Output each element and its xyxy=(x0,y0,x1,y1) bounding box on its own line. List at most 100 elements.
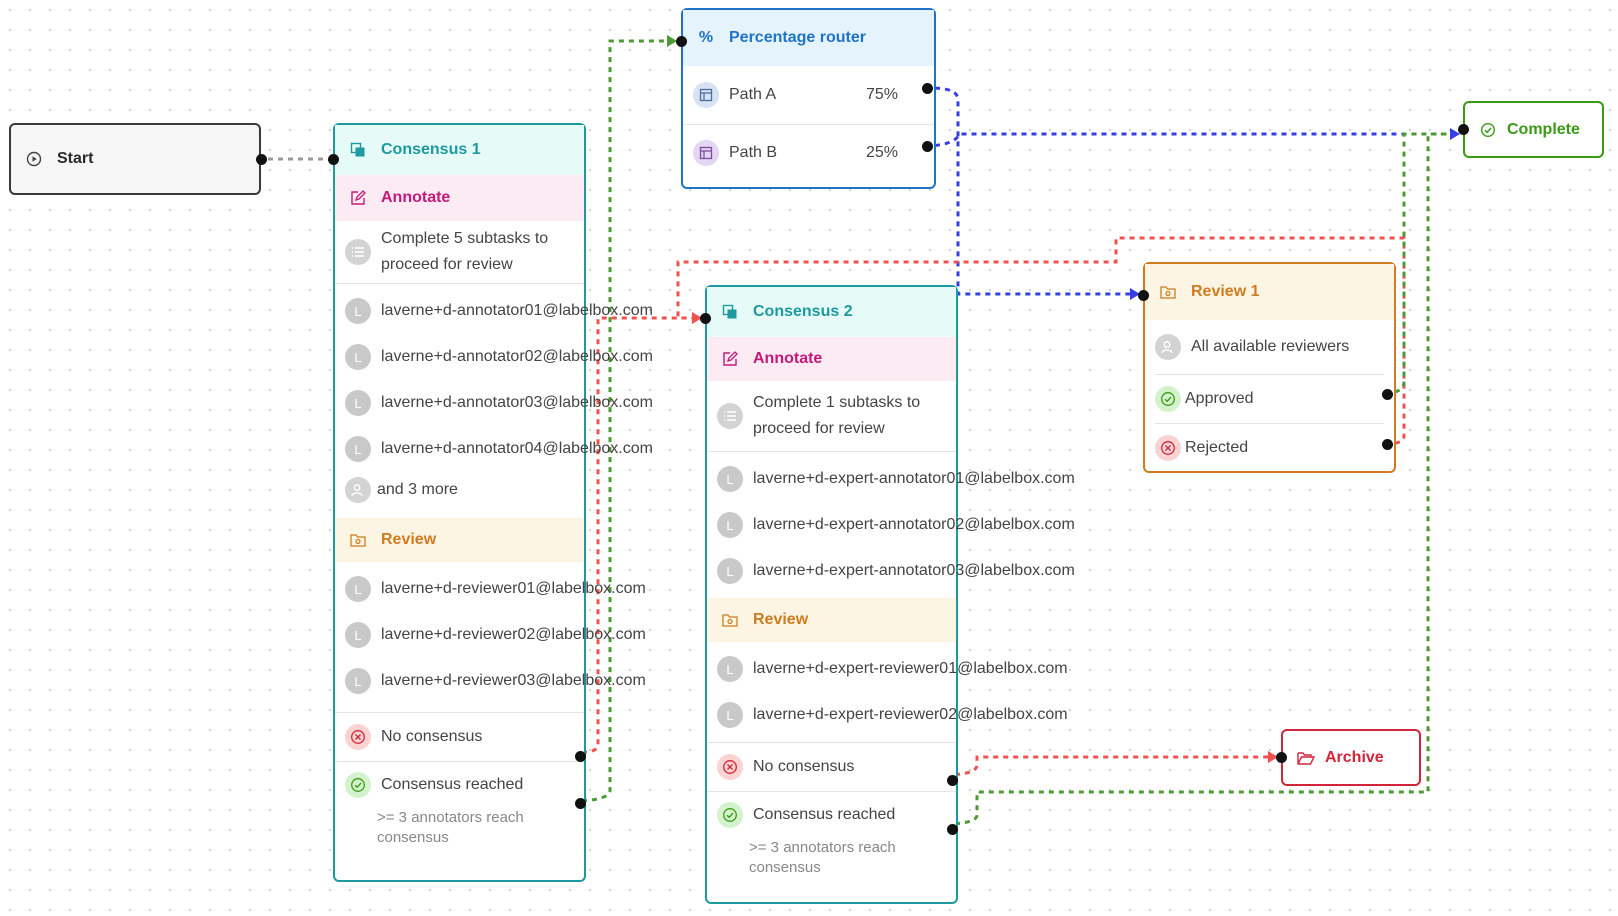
consensus1-consensus-reached-row: Consensus reached xyxy=(335,762,584,808)
review1-approved-handle[interactable] xyxy=(1382,389,1393,400)
reviewer-email: laverne+d-reviewer02@labelbox.com xyxy=(381,626,646,643)
avatar: L xyxy=(345,622,371,648)
consensus1-condition-line2: consensus xyxy=(377,829,449,846)
consensus1-node[interactable]: Consensus 1 Annotate Complete 5 subtasks… xyxy=(333,123,653,882)
annotator-email: laverne+d-annotator03@labelbox.com xyxy=(381,394,653,411)
review1-rejected-label: Rejected xyxy=(1185,439,1249,456)
consensus2-annotator-row: L laverne+d-expert-annotator01@labelbox.… xyxy=(707,456,1075,502)
path-icon xyxy=(693,82,719,108)
annotator-email: laverne+d-expert-annotator01@labelbox.co… xyxy=(753,470,1075,487)
start-label: Start xyxy=(57,150,94,167)
consensus2-input-handle[interactable] xyxy=(700,313,711,324)
consensus2-consensus-reached-label: Consensus reached xyxy=(753,806,896,823)
consensus1-condition: >= 3 annotators reach consensus xyxy=(335,808,584,848)
archive-input-handle[interactable] xyxy=(1276,752,1287,763)
consensus2-title: Consensus 2 xyxy=(753,303,853,320)
consensus1-title: Consensus 1 xyxy=(381,141,481,158)
list-icon xyxy=(345,239,371,265)
consensus1-subtasks-row: Complete 5 subtasks to proceed for revie… xyxy=(335,221,584,283)
user-icon xyxy=(1155,334,1181,360)
check-circle-icon xyxy=(345,772,371,798)
consensus2-annotate-label: Annotate xyxy=(753,350,823,367)
review-folder-icon xyxy=(721,611,739,629)
avatar: L xyxy=(345,390,371,416)
start-output-handle[interactable] xyxy=(256,154,267,165)
consensus1-annotator-row: L laverne+d-annotator03@labelbox.com xyxy=(335,380,653,426)
play-circle-icon xyxy=(25,150,43,168)
review1-reviewers-label: All available reviewers xyxy=(1191,338,1350,355)
complete-node[interactable]: Complete xyxy=(1463,101,1604,158)
review1-rejected-handle[interactable] xyxy=(1382,439,1393,450)
router-path-percent: 75% xyxy=(865,86,898,103)
consensus2-reviewer-row: L laverne+d-expert-reviewer02@labelbox.c… xyxy=(707,692,1068,738)
start-node[interactable]: Start xyxy=(9,123,261,195)
annotator-email: laverne+d-expert-annotator02@labelbox.co… xyxy=(753,516,1075,533)
user-icon xyxy=(345,477,371,503)
complete-input-handle[interactable] xyxy=(1458,124,1469,135)
reviewer-email: laverne+d-expert-reviewer01@labelbox.com xyxy=(753,660,1068,677)
avatar: L xyxy=(345,436,371,462)
consensus1-no-consensus-label: No consensus xyxy=(381,728,483,745)
router-input-handle[interactable] xyxy=(676,36,687,47)
avatar: L xyxy=(345,344,371,370)
consensus2-condition-line2: consensus xyxy=(749,859,821,876)
check-circle-icon xyxy=(1479,121,1497,139)
avatar: L xyxy=(717,702,743,728)
edit-icon xyxy=(349,189,367,207)
complete-label: Complete xyxy=(1507,120,1580,138)
percentage-router-node[interactable]: % Percentage router Path A 75% Path B 25… xyxy=(681,8,936,189)
consensus-icon xyxy=(721,303,739,321)
avatar: L xyxy=(345,576,371,602)
reviewer-email: laverne+d-expert-reviewer02@labelbox.com xyxy=(753,706,1068,723)
review1-title: Review 1 xyxy=(1191,283,1260,300)
annotator-email: laverne+d-expert-annotator03@labelbox.co… xyxy=(753,562,1075,579)
annotator-email: laverne+d-annotator04@labelbox.com xyxy=(381,440,653,457)
x-circle-icon xyxy=(345,724,371,750)
consensus2-consensus-reached-row: Consensus reached xyxy=(707,792,956,838)
consensus1-consensus-reached-label: Consensus reached xyxy=(381,776,524,793)
consensus1-consensus-reached-handle[interactable] xyxy=(575,798,586,809)
review1-approved-label: Approved xyxy=(1185,390,1254,407)
consensus2-condition: >= 3 annotators reach consensus xyxy=(707,838,956,878)
consensus1-review-header: Review xyxy=(335,518,584,562)
router-path-label: Path B xyxy=(729,144,778,161)
router-path-label: Path A xyxy=(729,86,777,103)
consensus2-consensus-reached-handle[interactable] xyxy=(947,824,958,835)
consensus1-no-consensus-row: No consensus xyxy=(335,713,584,761)
consensus1-annotator-row: L laverne+d-annotator01@labelbox.com xyxy=(335,288,653,334)
consensus1-reviewer-row: L laverne+d-reviewer01@labelbox.com xyxy=(335,566,646,612)
x-circle-icon xyxy=(1155,435,1181,461)
consensus2-subtasks-line1: Complete 1 subtasks to xyxy=(753,394,921,411)
consensus2-node[interactable]: Consensus 2 Annotate Complete 1 subtasks… xyxy=(705,285,1075,904)
consensus2-review-header: Review xyxy=(707,598,956,642)
percent-icon: % xyxy=(698,29,714,46)
consensus2-review-label: Review xyxy=(753,611,809,628)
check-circle-icon xyxy=(1155,386,1181,412)
consensus-icon xyxy=(349,141,367,159)
review1-reviewers-row: All available reviewers xyxy=(1145,320,1394,374)
review1-input-handle[interactable] xyxy=(1138,290,1149,301)
edit-icon xyxy=(721,350,739,368)
check-circle-icon xyxy=(717,802,743,828)
consensus1-annotator-row: L laverne+d-annotator02@labelbox.com xyxy=(335,334,653,380)
router-title: Percentage router xyxy=(729,29,866,46)
x-circle-icon xyxy=(717,754,743,780)
consensus1-more-label: and 3 more xyxy=(377,481,458,498)
avatar: L xyxy=(345,668,371,694)
archive-node[interactable]: Archive xyxy=(1281,729,1421,786)
consensus1-no-consensus-handle[interactable] xyxy=(575,751,586,762)
consensus1-more-row: and 3 more xyxy=(335,472,584,508)
consensus2-annotator-row: L laverne+d-expert-annotator02@labelbox.… xyxy=(707,502,1075,548)
review1-rejected-row: Rejected xyxy=(1145,424,1394,472)
consensus2-subtasks-row: Complete 1 subtasks to proceed for revie… xyxy=(707,381,956,451)
consensus1-condition-line1: >= 3 annotators reach xyxy=(377,809,524,826)
consensus1-input-handle[interactable] xyxy=(328,154,339,165)
avatar: L xyxy=(717,466,743,492)
consensus1-subtasks-line2: proceed for review xyxy=(381,256,513,273)
router-path-row: Path B 25% xyxy=(683,125,934,181)
consensus2-no-consensus-handle[interactable] xyxy=(947,775,958,786)
review1-node[interactable]: Review 1 All available reviewers Approve… xyxy=(1143,262,1396,473)
router-path-a-handle[interactable] xyxy=(922,83,933,94)
consensus1-subtasks-line1: Complete 5 subtasks to xyxy=(381,230,549,247)
router-path-b-handle[interactable] xyxy=(922,141,933,152)
